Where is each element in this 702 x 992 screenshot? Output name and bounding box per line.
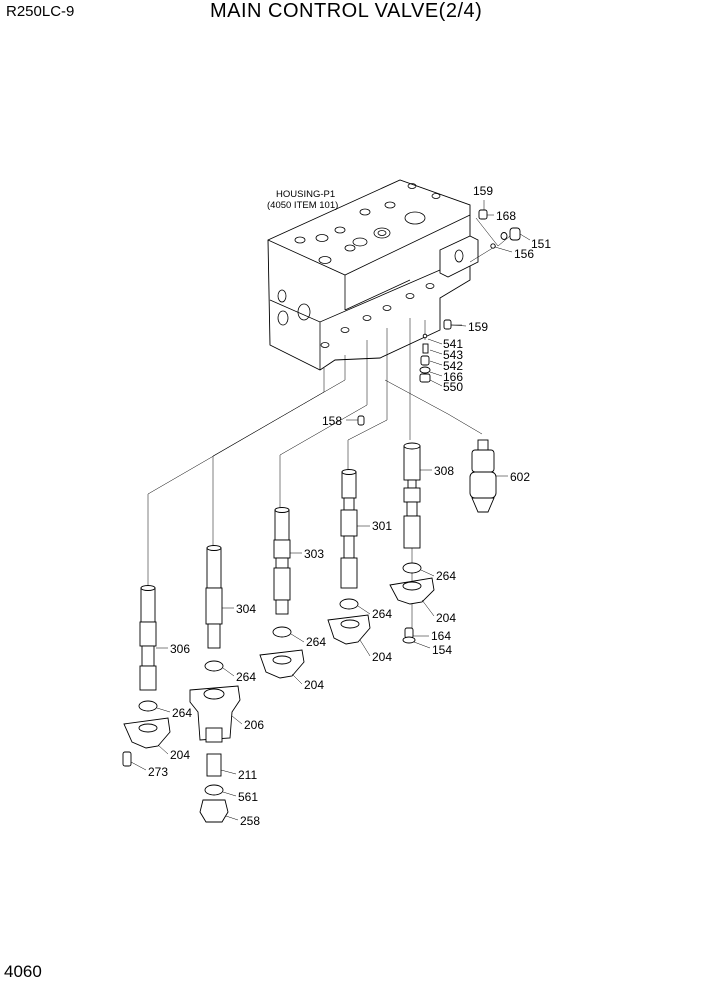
part-label-550: 550 bbox=[443, 380, 463, 394]
part-label-156: 156 bbox=[514, 247, 534, 261]
fittings-top-right bbox=[357, 209, 521, 426]
part-label-164: 164 bbox=[431, 629, 451, 643]
part-label-542: 542 bbox=[443, 359, 463, 373]
part-label-158: 158 bbox=[322, 414, 342, 428]
covers-204 bbox=[123, 577, 435, 749]
part-label-543: 543 bbox=[443, 348, 463, 362]
part-label-159-mid: 159 bbox=[468, 320, 488, 334]
part-label-204-a: 204 bbox=[436, 611, 456, 625]
part-label-602: 602 bbox=[510, 470, 530, 484]
spool-301 bbox=[340, 469, 358, 589]
part-label-168: 168 bbox=[496, 209, 516, 223]
housing-reference: (4050 ITEM 101) bbox=[267, 200, 338, 211]
page-number: 4060 bbox=[4, 962, 42, 981]
part-label-151: 151 bbox=[531, 237, 551, 251]
housing-block bbox=[267, 179, 479, 371]
spool-303 bbox=[273, 507, 291, 615]
part-label-264-b: 264 bbox=[372, 607, 392, 621]
part-label-166: 166 bbox=[443, 370, 463, 384]
part-label-264-c: 264 bbox=[306, 635, 326, 649]
o-rings-264 bbox=[138, 562, 422, 712]
spool-306 bbox=[139, 585, 157, 691]
lower-parts bbox=[122, 627, 416, 823]
cap-206 bbox=[189, 685, 241, 743]
page-title: MAIN CONTROL VALVE(2/4) bbox=[210, 0, 483, 22]
plug-602 bbox=[469, 439, 497, 513]
part-label-308: 308 bbox=[434, 464, 454, 478]
part-labels: HOUSING-P1 (4050 ITEM 101) 159 168 151 1… bbox=[148, 184, 551, 828]
part-label-204-b: 204 bbox=[372, 650, 392, 664]
part-label-273: 273 bbox=[148, 765, 168, 779]
part-label-301: 301 bbox=[372, 519, 392, 533]
part-label-264-d: 264 bbox=[236, 670, 256, 684]
model-name: R250LC-9 bbox=[6, 3, 75, 20]
housing-label: HOUSING-P1 bbox=[276, 189, 335, 200]
part-label-264-e: 264 bbox=[172, 706, 192, 720]
part-label-154: 154 bbox=[432, 643, 452, 657]
part-label-561: 561 bbox=[238, 790, 258, 804]
part-label-264-a: 264 bbox=[436, 569, 456, 583]
leader-lines bbox=[130, 200, 531, 821]
part-label-159-top: 159 bbox=[473, 184, 493, 198]
part-label-204-d: 204 bbox=[170, 748, 190, 762]
part-label-211: 211 bbox=[238, 768, 257, 782]
spool-304 bbox=[205, 545, 223, 649]
part-label-204-c: 204 bbox=[304, 678, 324, 692]
part-label-306: 306 bbox=[170, 642, 190, 656]
part-label-258: 258 bbox=[240, 814, 260, 828]
part-label-206: 206 bbox=[244, 718, 264, 732]
part-label-303: 303 bbox=[304, 547, 324, 561]
spool-308 bbox=[403, 442, 421, 549]
part-label-304: 304 bbox=[236, 602, 256, 616]
part-label-541: 541 bbox=[443, 337, 463, 351]
